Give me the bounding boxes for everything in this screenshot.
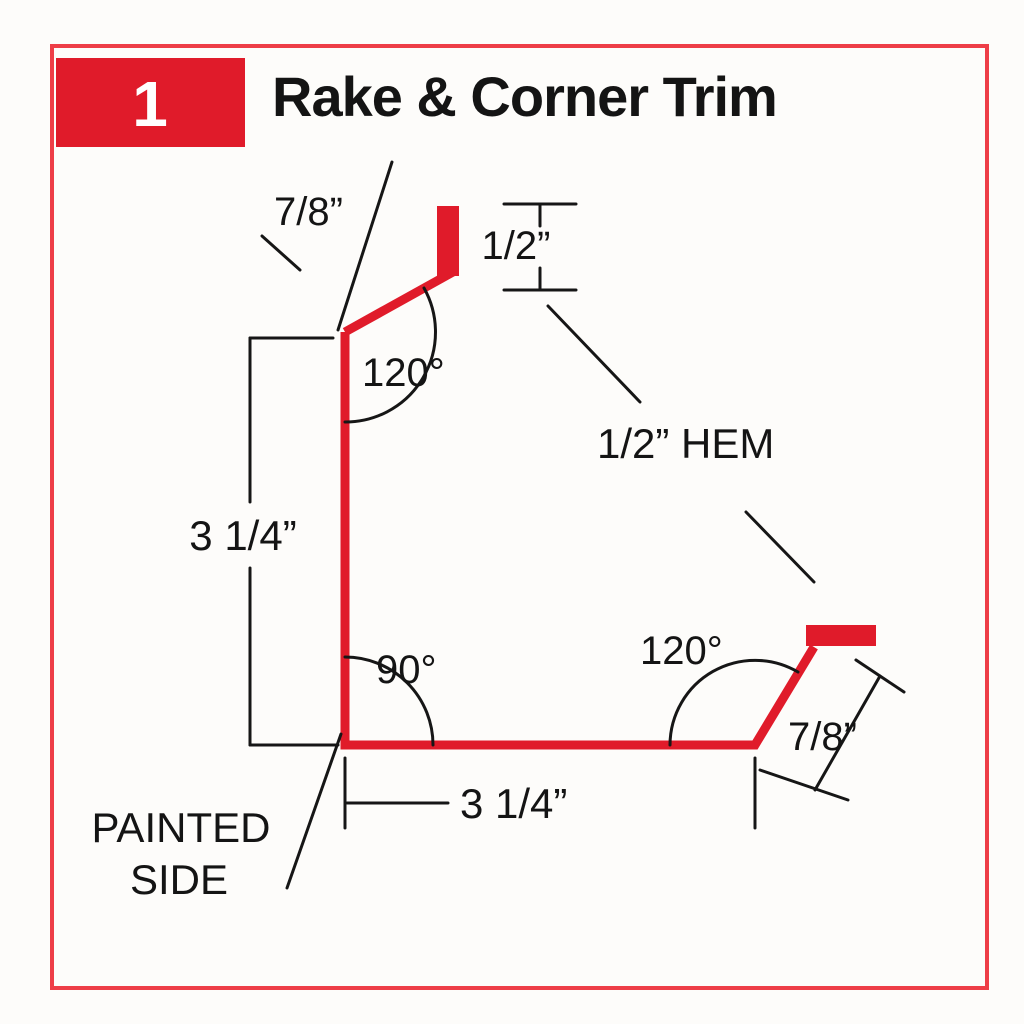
top-leg-extension-line (336, 160, 394, 332)
right-leg-tick-top (854, 658, 906, 694)
right-leg-dim-label: 7/8” (788, 715, 857, 759)
bottom-left-angle-arc (343, 655, 435, 747)
hem-leader-upper (546, 304, 642, 404)
painted-side-label-line1: PAINTED (92, 804, 271, 851)
right-hem-bar (806, 625, 876, 646)
top-hem-dim-label: 1/2” (482, 224, 551, 268)
top-hem-bar (437, 206, 459, 276)
top-leg-tick (260, 234, 302, 272)
painted-side-leader (285, 732, 343, 890)
hem-note-label: 1/2” HEM (597, 420, 774, 467)
right-leg-tick-bottom (758, 768, 850, 802)
top-angle-arc (343, 286, 437, 424)
hem-leader-lower (744, 510, 816, 584)
page-title: Rake & Corner Trim (272, 65, 777, 128)
badge-number: 1 (132, 68, 168, 140)
painted-side-label-line2: SIDE (130, 856, 228, 903)
left-height-dim-label: 3 1/4” (189, 512, 296, 559)
right-leg-dim-line (813, 674, 882, 792)
bottom-width-dim-label: 3 1/4” (460, 780, 567, 827)
bottom-right-angle-arc (668, 658, 800, 747)
section-number-badge (56, 58, 245, 147)
bottom-left-angle-label: 90° (376, 648, 437, 692)
bottom-right-angle-label: 120° (640, 629, 723, 673)
profile-main-path (340, 332, 818, 750)
top-leg-dim-label: 7/8” (274, 190, 343, 234)
profile-top-diagonal (342, 268, 456, 336)
top-angle-label: 120° (362, 351, 445, 395)
frame-border (50, 44, 989, 990)
